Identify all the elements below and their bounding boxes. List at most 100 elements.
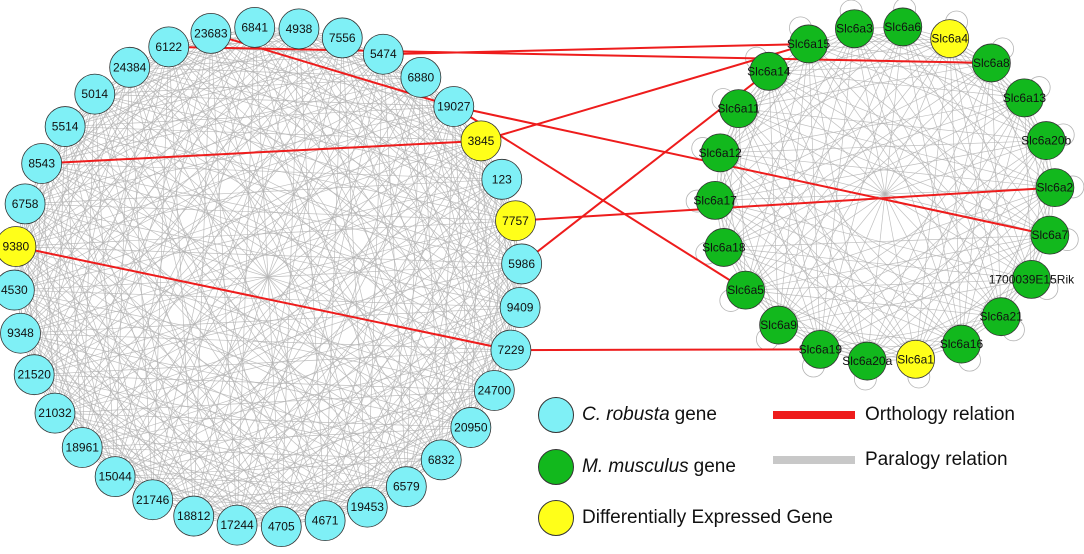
paralogy-edge: [719, 152, 746, 291]
ciona-gene-node-circle: [385, 466, 427, 508]
paralogy-edge: [15, 246, 495, 391]
mouse-gene-node-circle: [847, 341, 887, 381]
paralogy-edge: [236, 220, 516, 526]
mouse-gene-node: Slc6a4: [930, 19, 970, 59]
paralogy-edge: [714, 200, 962, 345]
paralogy-edge: [254, 27, 472, 428]
paralogy-edge: [210, 33, 502, 180]
paralogy-edge: [745, 279, 1032, 291]
mouse-gene-node-circle: [1035, 168, 1075, 208]
paralogy-edge: [94, 94, 195, 517]
paralogy-edge: [15, 246, 326, 521]
paralogy-edge: [738, 108, 962, 345]
paralogy-edge: [719, 43, 809, 154]
paralogy-edge: [714, 200, 779, 326]
paralogy-edge: [745, 187, 1055, 291]
mouse-gene-node-label: Slc6a15: [787, 37, 831, 51]
mouse-gene-node-circle: [930, 19, 970, 59]
paralogy-edge: [808, 38, 950, 45]
paralogy-edge: [902, 26, 962, 345]
paralogy-edge: [720, 152, 1002, 317]
paralogy-edge: [778, 140, 1047, 326]
mouse-gene-node-label: Slc6a20a: [842, 354, 892, 368]
paralogy-edge: [33, 94, 96, 375]
ciona-gene-node-circle: [346, 486, 388, 528]
paralogy-edge: [778, 26, 904, 326]
paralogy-edge: [720, 152, 1055, 188]
ciona-gene-node-circle: [400, 56, 442, 98]
ciona-gene-node: 6841: [234, 6, 276, 48]
ciona-gene-node: 9348: [0, 312, 41, 354]
paralogy-edge: [723, 71, 770, 248]
paralogy-edge: [129, 66, 502, 180]
mouse-gene-node-label: Slc6a18: [702, 240, 746, 254]
mouse-gene-node-circle: [704, 228, 744, 267]
paralogy-edge: [94, 93, 368, 508]
paralogy-edge: [254, 27, 502, 180]
ciona-gene-node: 17244: [216, 504, 258, 546]
mouse-gene-node: Slc6a8: [971, 43, 1011, 83]
ciona-gene-node: 6880: [400, 56, 442, 98]
paralogy-edge: [723, 234, 1050, 248]
paralogy-edge: [64, 126, 442, 461]
paralogy-edge: [714, 200, 916, 360]
paralogy-edge: [854, 28, 962, 345]
paralogy-edge: [768, 70, 1025, 99]
mouse-gene-node-circle: [695, 180, 735, 220]
paralogy-edge: [719, 152, 916, 360]
paralogy-edge: [210, 33, 238, 526]
ciona-gene-node-label: 5986: [508, 257, 535, 271]
ciona-gene-node-circle: [278, 8, 320, 50]
ciona-gene-node: 4705: [260, 506, 302, 548]
mouse-gene-node-label: Slc6a4: [931, 32, 968, 46]
mouse-gene-node: Slc6a11: [717, 89, 760, 129]
mouse-gene-node-label: Slc6a13: [1003, 91, 1047, 105]
mouse-gene-node: Slc6a9: [759, 305, 799, 345]
ciona-gene-node-circle: [190, 13, 232, 54]
paralogy-edge: [949, 38, 1002, 317]
paralogy-edge: [94, 93, 472, 428]
mouse-gene-node-circle: [942, 324, 981, 364]
paralogy-edge: [54, 263, 522, 414]
paralogy-edge: [745, 289, 1002, 318]
ciona-gene-node: 6832: [420, 439, 462, 481]
mouse-gene-node-circle: [896, 339, 935, 379]
ciona-gene-node: 9380: [0, 226, 37, 267]
paralogy-edge: [54, 46, 170, 414]
ciona-gene-node: 7556: [321, 17, 363, 59]
orthology-edge: [515, 186, 1055, 222]
mouse-gene-node-circle: [981, 297, 1021, 337]
ciona-gene-node: 8543: [21, 143, 63, 184]
mouse-gene-node: Slc6a20a: [842, 341, 893, 381]
paralogy-edge: [719, 152, 962, 345]
mouse-gene-node-label: Slc6a19: [799, 342, 843, 356]
mouse-gene-node-label: Slc6a3: [836, 22, 873, 36]
mouse-gene-node-circle: [1026, 121, 1066, 160]
mouse-gene-node-circle: [700, 133, 740, 173]
ciona-gene-node: 23683: [190, 13, 232, 54]
ciona-gene-node: 24384: [109, 46, 151, 88]
ciona-gene-node-label: 123: [492, 172, 512, 186]
ciona-gene-node-label: 19453: [351, 500, 385, 514]
ciona-gene-node: 15044: [94, 456, 136, 498]
orthology-edge: [41, 139, 482, 165]
ciona-gene-node-circle: [4, 183, 46, 225]
paralogy-edge: [115, 476, 407, 488]
paralogy-edge: [915, 279, 1032, 360]
paralogy-edge: [738, 108, 868, 362]
paralogy-edge: [14, 289, 238, 526]
paralogy-edge: [20, 178, 502, 334]
ciona-gene-node-circle: [0, 226, 37, 267]
paralogy-edge: [41, 163, 282, 527]
ciona-gene-node-circle: [495, 200, 536, 242]
ciona-gene-node: 5514: [44, 106, 86, 147]
mouse-gene-node-label: Slc6a14: [747, 64, 791, 78]
mouse-gene-node-circle: [789, 24, 828, 64]
ciona-gene-node-label: 3845: [468, 134, 495, 148]
ciona-gene-node-label: 21520: [18, 368, 52, 382]
paralogy-edge: [745, 43, 809, 291]
orthology-edges: [15, 32, 1055, 352]
paralogy-edge: [714, 71, 770, 201]
paralogy-edge: [34, 374, 495, 391]
ciona-gene-node-circle: [74, 73, 116, 115]
